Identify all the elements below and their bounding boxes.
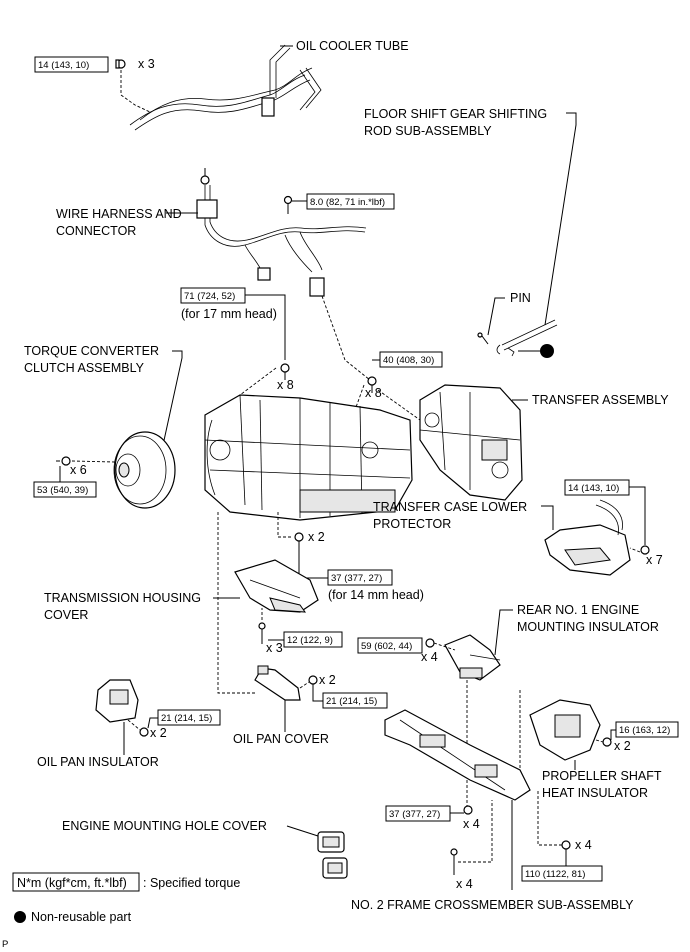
oil-pan-cover-label: OIL PAN COVER xyxy=(233,732,329,746)
torque-box-12 xyxy=(283,631,343,648)
count-oil-cooler: x 3 xyxy=(138,57,155,71)
floor-shift-label-line2: ROD SUB-ASSEMBLY xyxy=(364,124,492,138)
legend-torque-text: : Specified torque xyxy=(143,876,240,890)
shift-rod-illustration xyxy=(496,319,558,355)
engine-mount-hole-cover-illustration xyxy=(317,831,348,879)
crossmember-illustration xyxy=(384,709,531,801)
torque-converter-illustration xyxy=(113,431,176,509)
pin-label: PIN xyxy=(510,291,531,305)
no2-frame-label: NO. 2 FRAME CROSSMEMBER SUB-ASSEMBLY xyxy=(351,898,634,912)
bolt-transfer-prot xyxy=(640,545,650,555)
bolt-16 xyxy=(602,737,612,747)
torque-wire: 8.0 (82, 71 in.*lbf) xyxy=(310,197,385,208)
torque-box-oil-cooler xyxy=(34,56,109,73)
count-transfer-prot: x 7 xyxy=(646,553,663,567)
oil-cooler-tube-illustration xyxy=(129,44,322,131)
bolt-71 xyxy=(280,363,290,380)
prop-shaft-label-line1: PROPELLER SHAFT xyxy=(542,769,662,783)
rear-mount-insulator-illustration xyxy=(444,634,501,681)
torque-conv-label-line2: CLUTCH ASSEMBLY xyxy=(24,361,145,375)
wire-harness-illustration xyxy=(196,168,367,297)
torque-box-16 xyxy=(615,721,679,738)
nonreusable-clip xyxy=(507,347,515,357)
pin-illustration xyxy=(477,332,489,345)
torque-12: 12 (122, 9) xyxy=(287,635,333,646)
floor-shift-label-line1: FLOOR SHIFT GEAR SHIFTING xyxy=(364,107,547,121)
rear-no1-label-line1: REAR NO. 1 ENGINE xyxy=(517,603,639,617)
transfer-protector-illustration xyxy=(544,499,631,576)
count-crossmember: x 4 xyxy=(456,877,473,891)
legend-nonreusable-dot-icon xyxy=(14,911,26,923)
trans-housing-label-line2: COVER xyxy=(44,608,88,622)
torque-53: 53 (540, 39) xyxy=(37,485,88,496)
bolt-21a xyxy=(139,727,149,737)
count-59: x 4 xyxy=(421,650,438,664)
count-71: x 8 xyxy=(277,378,294,392)
torque-box-59 xyxy=(357,637,423,654)
bolt-40 xyxy=(367,376,377,393)
bolt-110 xyxy=(561,840,571,850)
torque-37a: 37 (377, 27) xyxy=(331,573,382,584)
bolt-37b xyxy=(463,805,473,815)
torque-110: 110 (1122, 81) xyxy=(525,869,585,880)
torque-conv-label-line1: TORQUE CONVERTER xyxy=(24,344,159,358)
bolt-37a xyxy=(294,532,304,542)
count-21a: x 2 xyxy=(150,726,167,740)
legend-nonreusable-text: Non-reusable part xyxy=(31,910,132,924)
torque-40: 40 (408, 30) xyxy=(383,355,434,366)
crossmember-long-bolt xyxy=(450,848,458,875)
count-16: x 2 xyxy=(614,739,631,753)
bolt-59 xyxy=(425,638,435,648)
torque-59: 59 (602, 44) xyxy=(361,641,412,652)
torque-box-21a xyxy=(157,709,221,726)
transfer-case-label-line2: PROTECTOR xyxy=(373,517,451,531)
bolt-12 xyxy=(258,622,266,644)
torque-71: 71 (724, 52) xyxy=(184,291,235,302)
rear-no1-label-line2: MOUNTING INSULATOR xyxy=(517,620,659,634)
count-37a: x 2 xyxy=(308,530,325,544)
propeller-heat-insulator-illustration xyxy=(529,699,601,761)
corner-mark: P xyxy=(2,939,8,950)
torque-transfer-prot: 14 (143, 10) xyxy=(568,483,619,494)
oil-cooler-bolt xyxy=(115,59,126,69)
torque-21b: 21 (214, 15) xyxy=(326,696,377,707)
torque-16: 16 (163, 12) xyxy=(619,725,670,736)
oil-pan-insulator-illustration xyxy=(95,679,139,723)
note-17mm: (for 17 mm head) xyxy=(181,307,277,321)
legend-torque-box xyxy=(12,872,140,892)
nonreusable-dot-icon xyxy=(540,344,554,358)
count-53: x 6 xyxy=(70,463,87,477)
torque-box-110 xyxy=(521,865,603,882)
transfer-assembly-illustration xyxy=(419,384,523,501)
transfer-case-label-line1: TRANSFER CASE LOWER xyxy=(373,500,527,514)
trans-housing-label-line1: TRANSMISSION HOUSING xyxy=(44,591,201,605)
torque-box-53 xyxy=(33,481,97,498)
torque-box-37a xyxy=(327,569,393,586)
note-14mm: (for 14 mm head) xyxy=(328,588,424,602)
oil-pan-insulator-label: OIL PAN INSULATOR xyxy=(37,755,159,769)
torque-box-21b xyxy=(322,692,388,709)
transmission-illustration xyxy=(204,394,413,521)
oil-cooler-tube-label: OIL COOLER TUBE xyxy=(296,39,409,53)
prop-shaft-label-line2: HEAT INSULATOR xyxy=(542,786,648,800)
wire-harness-label-line2: CONNECTOR xyxy=(56,224,136,238)
legend-torque-units: N*m (kgf*cm, ft.*lbf) xyxy=(17,876,127,890)
count-21b: x 2 xyxy=(319,673,336,687)
torque-oil-cooler: 14 (143, 10) xyxy=(38,60,89,71)
count-37b: x 4 xyxy=(463,817,480,831)
count-12: x 3 xyxy=(266,641,283,655)
count-110: x 4 xyxy=(575,838,592,852)
wire-harness-label-line1: WIRE HARNESS AND xyxy=(56,207,182,221)
bolt-53 xyxy=(56,456,71,466)
transmission-housing-cover-illustration xyxy=(234,559,319,613)
transfer-assembly-label: TRANSFER ASSEMBLY xyxy=(532,393,669,407)
engine-mount-hole-label: ENGINE MOUNTING HOLE COVER xyxy=(62,819,267,833)
count-40: x 8 xyxy=(365,386,382,400)
oil-pan-cover-illustration xyxy=(254,665,301,701)
torque-21a: 21 (214, 15) xyxy=(161,713,212,724)
torque-37b: 37 (377, 27) xyxy=(389,809,440,820)
bolt-21b xyxy=(308,675,318,685)
